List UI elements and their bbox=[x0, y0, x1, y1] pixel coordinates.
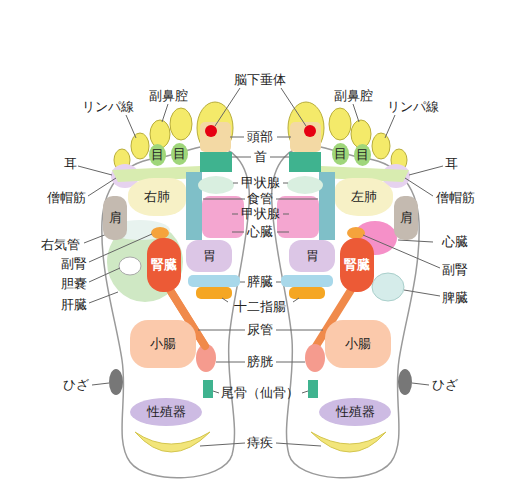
organ-label: 肝臓 bbox=[61, 298, 87, 312]
organ-zone: 小腸 bbox=[130, 320, 196, 368]
organ-label: 心臓 bbox=[247, 225, 273, 239]
organ-zone: 胃 bbox=[289, 240, 335, 272]
organ-name: 腎臓 bbox=[151, 258, 177, 272]
organ-zone: 目 bbox=[332, 143, 349, 165]
organ-label: リンパ線 bbox=[82, 100, 134, 114]
organ-zone: 目 bbox=[149, 144, 166, 166]
organ-name: 目 bbox=[334, 147, 347, 161]
organ-label: 尾骨（仙骨） bbox=[221, 386, 299, 400]
organ-label: 心臓 bbox=[442, 235, 468, 249]
organ-zone: 小腸 bbox=[325, 320, 391, 368]
organ-label: 右気管 bbox=[41, 238, 80, 252]
organ-label: 脾臓 bbox=[442, 291, 468, 305]
organ-name: 目 bbox=[356, 148, 369, 162]
organ-label: 脳下垂体 bbox=[234, 73, 286, 87]
organ-label: 甲状腺 bbox=[241, 207, 280, 221]
organ-label: 尿管 bbox=[247, 323, 273, 337]
organ-label: 副腎 bbox=[442, 263, 468, 277]
organ-zone: 肩 bbox=[394, 196, 418, 240]
organ-label: 膵臓 bbox=[247, 275, 273, 289]
organ-label: 胆嚢 bbox=[61, 277, 87, 291]
organ-label: 食管 bbox=[247, 192, 273, 206]
organ-name: 小腸 bbox=[345, 337, 371, 351]
organ-name: 目 bbox=[151, 148, 164, 162]
organ-zone: 肩 bbox=[103, 196, 127, 240]
organ-zone: 腎臓 bbox=[340, 238, 374, 292]
organ-name: 小腸 bbox=[150, 337, 176, 351]
organ-name: 腎臓 bbox=[344, 258, 370, 272]
organ-label: 膀胱 bbox=[247, 355, 273, 369]
organ-name: 肩 bbox=[109, 211, 122, 225]
organ-zone: 目 bbox=[354, 144, 371, 166]
organ-label: 副鼻腔 bbox=[149, 89, 188, 103]
organ-zone: 性殖器 bbox=[130, 398, 202, 426]
organ-label: 僧帽筋 bbox=[47, 191, 86, 205]
organ-zone: 腎臓 bbox=[147, 238, 181, 292]
organ-label: 耳 bbox=[64, 157, 77, 171]
organ-label: 副鼻腔 bbox=[334, 89, 373, 103]
organ-zone: 右肺 bbox=[128, 178, 186, 216]
organ-name: 性殖器 bbox=[147, 405, 186, 419]
organ-label: 頭部 bbox=[247, 130, 273, 144]
organ-zone: 左肺 bbox=[335, 178, 393, 216]
organ-name: 左肺 bbox=[351, 190, 377, 204]
organ-label: 十二指腸 bbox=[234, 300, 286, 314]
organ-label: 副腎 bbox=[61, 257, 87, 271]
organ-name: 胃 bbox=[306, 249, 319, 263]
organ-name: 性殖器 bbox=[336, 405, 375, 419]
organ-name: 右肺 bbox=[144, 190, 170, 204]
organ-label: 耳 bbox=[445, 157, 458, 171]
organ-label: ひざ bbox=[432, 378, 458, 392]
organ-name: 目 bbox=[173, 147, 186, 161]
organ-label: 甲状腺 bbox=[241, 176, 280, 190]
organ-label: ひざ bbox=[63, 378, 89, 392]
organ-label: リンパ線 bbox=[387, 100, 439, 114]
organ-zone: 目 bbox=[171, 143, 188, 165]
organ-zone: 胃 bbox=[186, 240, 232, 272]
organ-name: 胃 bbox=[203, 249, 216, 263]
organ-zone: 性殖器 bbox=[319, 398, 391, 426]
organ-label: 首 bbox=[254, 150, 267, 164]
organ-label: 僧帽筋 bbox=[436, 191, 475, 205]
organ-label: 痔疾 bbox=[247, 436, 273, 450]
organ-name: 肩 bbox=[400, 211, 413, 225]
